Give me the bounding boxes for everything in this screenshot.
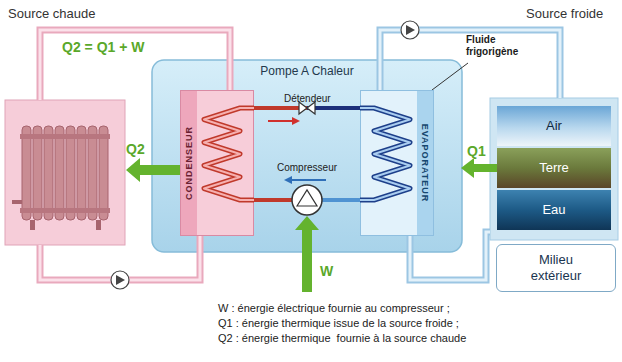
label-holder: Détendeur bbox=[284, 88, 331, 106]
work-input-arrow bbox=[295, 216, 319, 292]
evaporator-box: EVAPORATEUR bbox=[360, 90, 434, 236]
compressor-symbol bbox=[292, 185, 322, 215]
pump-symbol bbox=[111, 271, 129, 289]
label-holder: W bbox=[320, 262, 333, 280]
radiator-column bbox=[66, 126, 75, 220]
water-band: Eau bbox=[497, 190, 611, 230]
radiator-column bbox=[33, 126, 42, 220]
coil-tube bbox=[360, 108, 410, 200]
radiator-illustration bbox=[12, 126, 110, 230]
label-holder: Q2 = Q1 + W bbox=[62, 38, 144, 56]
flow-direction-arrow bbox=[292, 117, 300, 125]
energy-equation: Q2 = Q1 + W bbox=[62, 38, 144, 56]
component-name: EVAPORATEUR bbox=[420, 124, 430, 203]
label-holder: Fluide frigorigène bbox=[466, 34, 528, 59]
radiator-column bbox=[99, 126, 108, 220]
outdoor-panel bbox=[490, 98, 618, 240]
label-holder: Q2 bbox=[126, 140, 145, 158]
box-title: Pompe A Chaleur bbox=[260, 64, 353, 78]
coil-tube bbox=[360, 108, 410, 200]
leader-line bbox=[432, 63, 468, 90]
label-holder: W : énergie électrique fournie au compre… bbox=[218, 298, 450, 316]
radiator-foot bbox=[96, 220, 101, 230]
coil-tube bbox=[204, 108, 254, 200]
box-label: Air bbox=[546, 118, 562, 134]
heat-label: Q2 bbox=[126, 140, 145, 158]
source-heading: Source froide bbox=[526, 6, 603, 22]
legend-note: Q2 : énergie thermique fournie à la sour… bbox=[218, 331, 466, 345]
heat-output-arrow bbox=[126, 158, 180, 182]
legend-note: W : énergie électrique fournie au compre… bbox=[218, 301, 450, 315]
source-heading: Source chaude bbox=[8, 6, 95, 22]
energy-label: W bbox=[320, 262, 333, 280]
box-label: Terre bbox=[539, 160, 569, 176]
radiator-column bbox=[77, 126, 86, 220]
label-holder: Source chaude bbox=[8, 4, 95, 22]
coil-tube bbox=[204, 108, 254, 200]
component-label: Compresseur bbox=[277, 161, 337, 174]
flow-direction-arrow bbox=[284, 176, 292, 184]
air-band: Air bbox=[497, 106, 611, 146]
outdoor-box: Milieu extérieur bbox=[496, 244, 616, 292]
radiator-foot bbox=[30, 220, 35, 230]
pump-symbol bbox=[116, 275, 125, 285]
component-name: CONDENSEUR bbox=[184, 126, 194, 200]
label-strip: CONDENSEUR bbox=[181, 91, 197, 235]
heat-label: Q1 bbox=[466, 143, 487, 159]
box-label: Milieu extérieur bbox=[517, 252, 595, 283]
heat-flow-arrow bbox=[473, 164, 497, 172]
label-holder: Q2 : énergie thermique fournie à la sour… bbox=[218, 328, 466, 346]
edge-label-holder: Q1 bbox=[466, 142, 487, 160]
radiator-bar bbox=[20, 208, 110, 213]
pump-symbol bbox=[406, 25, 415, 35]
radiator-pipe bbox=[12, 200, 22, 204]
radiator-panel bbox=[5, 100, 125, 245]
flow-direction-arrow bbox=[268, 120, 292, 122]
box-label: Eau bbox=[542, 202, 565, 218]
component-label: Détendeur bbox=[284, 92, 331, 105]
flow-direction-arrow bbox=[292, 179, 326, 181]
label-holder: Q1 : énergie thermique issue de la sourc… bbox=[218, 313, 459, 331]
label-holder: Compresseur bbox=[277, 157, 337, 175]
label-holder: Source froide bbox=[526, 4, 603, 22]
heat-pump-box: Pompe A ChaleurCONDENSEUR EVAPORATEUR bbox=[152, 60, 462, 252]
condenser-box: CONDENSEUR bbox=[180, 90, 254, 236]
pump-symbol bbox=[401, 21, 419, 39]
fluid-label: Fluide frigorigène bbox=[466, 34, 528, 58]
compressor-symbol bbox=[297, 190, 317, 206]
legend-note: Q1 : énergie thermique issue de la sourc… bbox=[218, 316, 459, 330]
radiator-column bbox=[44, 126, 53, 220]
radiator-column bbox=[55, 126, 64, 220]
radiator-column bbox=[88, 126, 97, 220]
ground-band: Terre bbox=[497, 148, 611, 188]
radiator-bar bbox=[20, 134, 110, 139]
radiator-column bbox=[22, 126, 31, 220]
label-strip: EVAPORATEUR bbox=[417, 91, 433, 235]
